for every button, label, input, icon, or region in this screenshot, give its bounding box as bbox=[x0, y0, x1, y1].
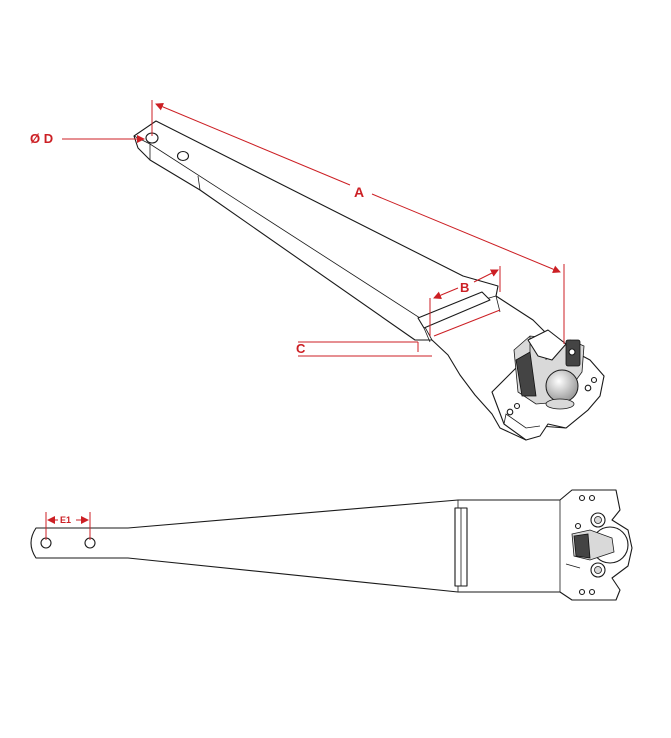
dimension-d-label: Ø D bbox=[30, 131, 53, 146]
pin-hole-2 bbox=[176, 150, 190, 162]
dimension-d: Ø D bbox=[30, 131, 145, 146]
dimension-b: B bbox=[429, 266, 501, 337]
coupling-ball bbox=[545, 369, 579, 403]
drawbar-plan-outline bbox=[30, 489, 633, 601]
dimension-a-label: A bbox=[354, 184, 364, 200]
dimension-c: C bbox=[296, 341, 432, 357]
dimension-c-label: C bbox=[296, 341, 306, 356]
isometric-view bbox=[133, 120, 605, 441]
dimension-b-label: B bbox=[460, 280, 469, 295]
dimension-e1-label: E1 bbox=[60, 515, 71, 525]
weld-plate bbox=[417, 291, 491, 329]
top-view bbox=[30, 489, 633, 601]
dimension-e1: E1 bbox=[45, 512, 91, 540]
dimension-a: A bbox=[151, 100, 565, 344]
